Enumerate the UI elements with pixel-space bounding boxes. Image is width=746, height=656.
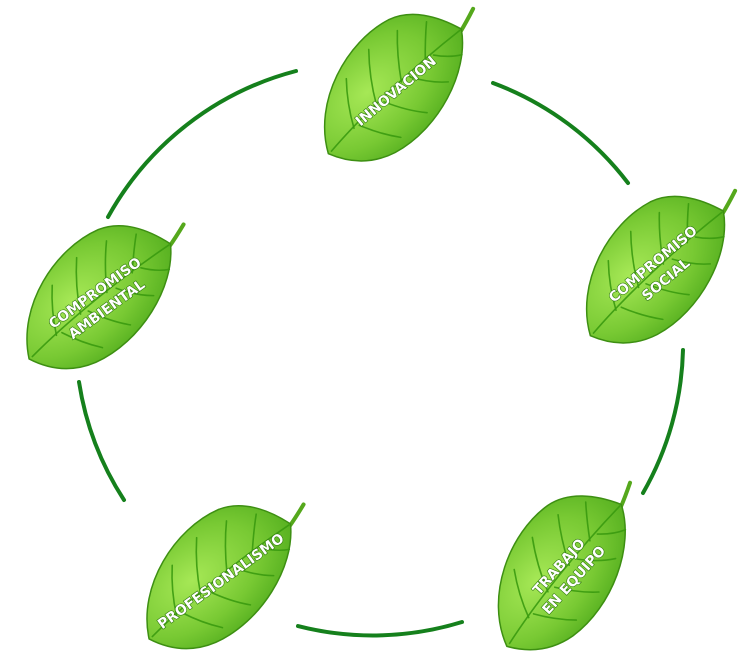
- ring-arc-profesionalismo-ambiental: [77, 380, 126, 502]
- leaf-trabajo-en-equipo: TRABAJO EN EQUIPO: [455, 448, 679, 656]
- ring-arc-social-equipo: [641, 348, 685, 495]
- ring-arc-ambiental-innovacion: [106, 69, 298, 219]
- leaf-compromiso-social: COMPROMISO SOCIAL: [545, 151, 746, 372]
- leaf-compromiso-ambiental: COMPROMISO AMBIENTAL: [0, 185, 220, 394]
- ring-arc-equipo-profesionalismo: [296, 620, 464, 638]
- ring-arc-innovacion-social: [491, 81, 630, 185]
- leaf-innovacion: INNOVACION: [283, 0, 516, 190]
- cycle-ring: [77, 69, 685, 638]
